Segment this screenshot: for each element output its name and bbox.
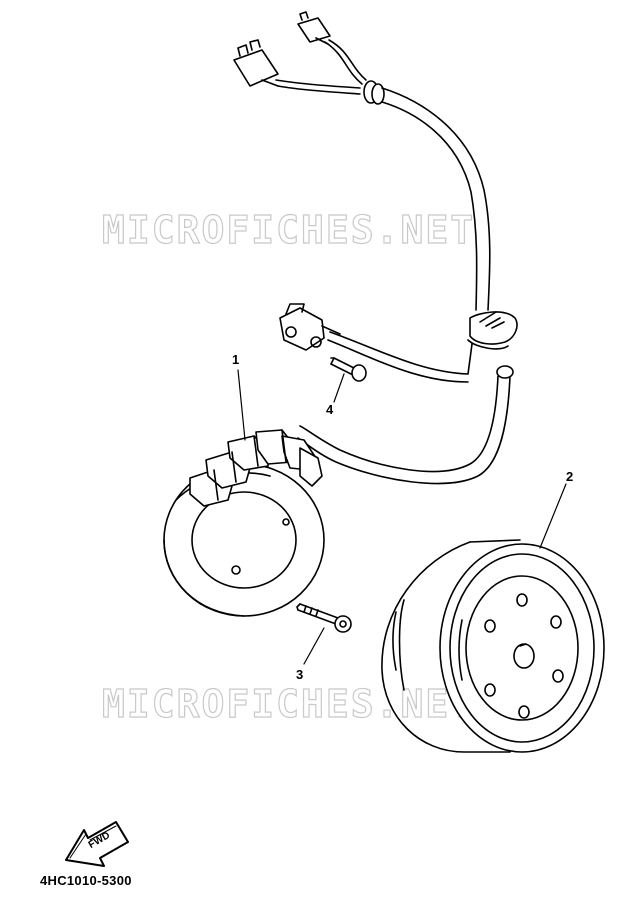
connector-small [297,11,331,45]
pickup-wire [327,331,473,383]
main-harness [381,87,491,311]
part-code: 4HC1010-5300 [40,873,132,888]
callout-4: 4 [326,402,334,417]
harness-grommet-top [363,80,385,105]
fwd-direction-arrow [65,821,129,867]
callout-1: 1 [232,352,240,367]
wire-leads [275,39,367,95]
leader-lines [237,369,567,665]
watermark-top: MICROFICHES.NET [101,207,476,252]
bolt-3 [296,603,352,633]
stator-assembly [163,429,325,617]
bolt-4 [330,357,367,382]
stator-lead-wire [297,365,514,485]
callout-3: 3 [296,667,304,682]
callout-2: 2 [566,469,574,484]
flywheel-rotor [381,539,605,753]
harness-grommet-mid [467,311,518,350]
pickup-coil-bracket [279,303,341,351]
connector-large [233,39,279,87]
watermark-bottom: MICROFICHES.NET [101,681,476,726]
